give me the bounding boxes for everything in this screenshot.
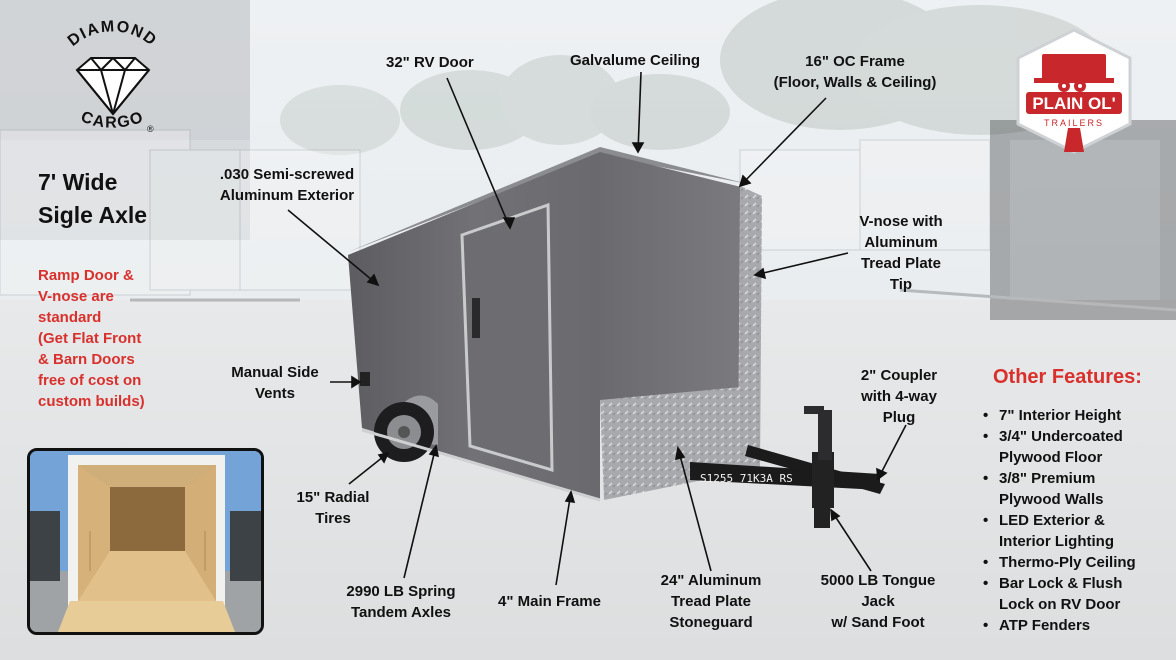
callout-tires-line: 15" Radial [296, 489, 370, 506]
note-line: & Barn Doors [38, 351, 135, 368]
callout-coupler: 2" Coupler with 4-way Plug [855, 365, 943, 428]
callout-axles: 2990 LB Spring Tandem Axles [342, 581, 460, 623]
svg-text:CARGO: CARGO [78, 109, 146, 132]
interior-photo [27, 448, 264, 635]
feature-line: Thermo-Ply Ceiling [999, 554, 1136, 571]
svg-text:®: ® [147, 124, 154, 134]
callout-rv-door: 32" RV Door [386, 54, 474, 71]
callout-stoneguard-line: Tread Plate [670, 593, 752, 610]
callout-coupler-line: with 4-way [861, 388, 937, 405]
callout-vnose-line: Aluminum [864, 234, 938, 251]
callout-main-frame: 4" Main Frame [498, 593, 601, 610]
other-features-title: Other Features: [993, 366, 1142, 388]
callout-frame-line: (Floor, Walls & Ceiling) [773, 74, 937, 91]
feature-item: LED Exterior & Interior Lighting [980, 510, 1176, 552]
title-line-axle: Sigle Axle [38, 202, 148, 228]
callout-stoneguard-line: 24" Aluminum [660, 572, 762, 589]
feature-line: Plywood Walls [999, 491, 1104, 508]
callout-leader-lines [287, 71, 907, 586]
callout-frame-line: 16" OC Frame [805, 53, 905, 70]
feature-line: 3/8" Premium [999, 470, 1096, 487]
svg-text:TRAILERS: TRAILERS [1044, 118, 1104, 128]
callout-vnose-line: V-nose with [859, 213, 943, 230]
trailer-icon [1034, 54, 1114, 92]
callout-jack-line: Jack [861, 593, 895, 610]
feature-line: ATP Fenders [999, 617, 1091, 634]
feature-line: Bar Lock & Flush [999, 575, 1123, 592]
note-line: (Get Flat Front [38, 330, 142, 347]
callout-jack-line: 5000 LB Tongue [820, 572, 936, 589]
callout-stoneguard-line: Stoneguard [669, 614, 753, 631]
callout-exterior-line: .030 Semi-screwed [219, 166, 355, 183]
callout-exterior-line: Aluminum Exterior [219, 187, 355, 204]
callout-coupler-line: Plug [882, 409, 916, 426]
page-title: 7' Wide Sigle Axle [38, 166, 147, 232]
diamond-cargo-logo: DIAMOND CARGO ® [65, 18, 160, 134]
other-features-list: 7" Interior Height 3/4" UndercoatedPlywo… [980, 405, 1176, 636]
callout-frame: 16" OC Frame (Floor, Walls & Ceiling) [768, 51, 942, 93]
callout-axles-line: Tandem Axles [350, 604, 452, 621]
svg-text:S1255 71K3A RS: S1255 71K3A RS [700, 472, 793, 485]
callout-exterior: .030 Semi-screwed Aluminum Exterior [212, 164, 362, 206]
note-line: Ramp Door & [38, 267, 134, 284]
diamond-icon [75, 57, 151, 116]
building [0, 0, 250, 240]
callout-vnose: V-nose with Aluminum Tread Plate Tip [853, 211, 949, 295]
callout-ceiling: Galvalume Ceiling [570, 52, 701, 69]
standard-features-note: Ramp Door & V-nose are standard (Get Fla… [38, 265, 198, 412]
title-line-width: 7' Wide [38, 169, 118, 195]
callout-vnose-line: Tread Plate [860, 255, 942, 272]
callout-vents: Manual Side Vents [226, 362, 324, 404]
callout-tires: 15" Radial Tires [291, 487, 375, 529]
callout-stoneguard: 24" Aluminum Tread Plate Stoneguard [652, 570, 770, 633]
callout-vents-line: Vents [254, 385, 296, 402]
callout-vnose-line: Tip [889, 276, 913, 293]
feature-line: 3/4" Undercoated [999, 428, 1123, 445]
svg-text:PLAIN OL': PLAIN OL' [1032, 94, 1115, 113]
callout-axles-line: 2990 LB Spring [346, 583, 456, 600]
plain-ol-trailers-logo: PLAIN OL' TRAILERS [1016, 28, 1132, 154]
feature-line: 7" Interior Height [999, 407, 1122, 424]
note-line: standard [38, 309, 102, 326]
svg-text:DIAMOND: DIAMOND [65, 18, 160, 50]
callout-jack: 5000 LB Tongue Jack w/ Sand Foot [815, 570, 941, 633]
feature-item: 7" Interior Height [980, 405, 1176, 426]
note-line: V-nose are [38, 288, 114, 305]
feature-item: Thermo-Ply Ceiling [980, 552, 1176, 573]
note-line: custom builds) [38, 393, 145, 410]
cargo-trailer: S1255 71K3A RS [348, 147, 885, 528]
callout-tires-line: Tires [315, 510, 351, 527]
feature-item: ATP Fenders [980, 615, 1176, 636]
feature-line: Interior Lighting [999, 533, 1114, 550]
feature-line: LED Exterior & [999, 512, 1105, 529]
feature-line: Plywood Floor [999, 449, 1103, 466]
note-line: free of cost on [38, 372, 142, 389]
callout-vents-line: Manual Side [231, 364, 319, 381]
feature-line: Lock on RV Door [999, 596, 1121, 613]
callout-jack-line: w/ Sand Foot [831, 614, 925, 631]
callout-coupler-line: 2" Coupler [860, 367, 938, 384]
